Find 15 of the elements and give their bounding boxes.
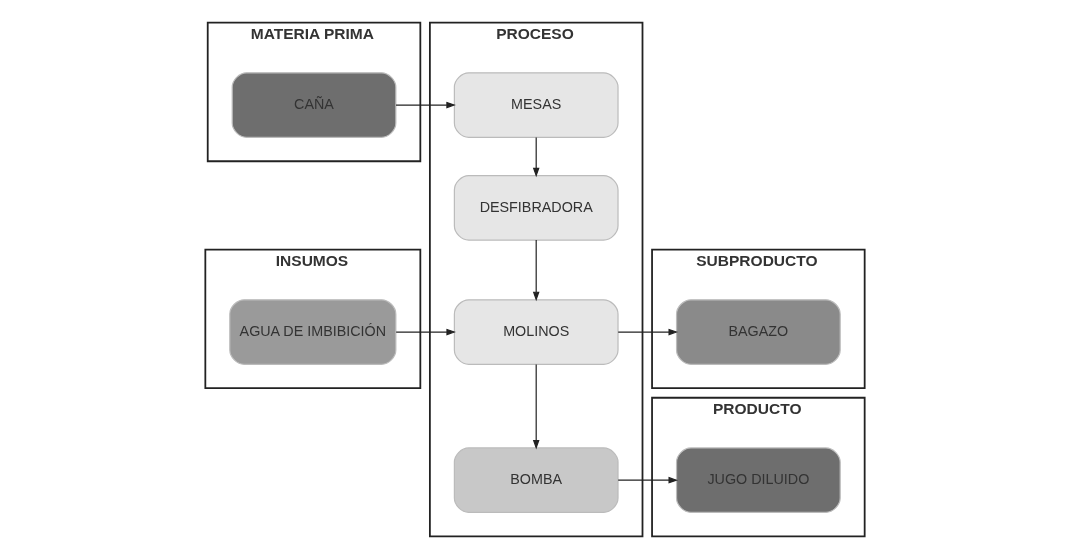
arrow bbox=[395, 328, 456, 336]
node-box: BAGAZO bbox=[675, 299, 841, 365]
node-box: BOMBA bbox=[453, 447, 619, 513]
arrow bbox=[532, 136, 540, 178]
arrow bbox=[394, 101, 456, 109]
node-box: JUGO DILUIDO bbox=[675, 447, 841, 513]
arrow bbox=[617, 328, 678, 336]
arrow bbox=[532, 239, 540, 302]
node-box: AGUA DE IMBIBICIÓN bbox=[228, 299, 396, 365]
node-box: DESFIBRADORA bbox=[453, 175, 619, 241]
node-box: MOLINOS bbox=[453, 299, 619, 365]
arrow bbox=[617, 476, 678, 484]
node-box: MESAS bbox=[453, 72, 619, 138]
node-box: CAÑA bbox=[231, 72, 396, 138]
arrow bbox=[532, 363, 540, 450]
